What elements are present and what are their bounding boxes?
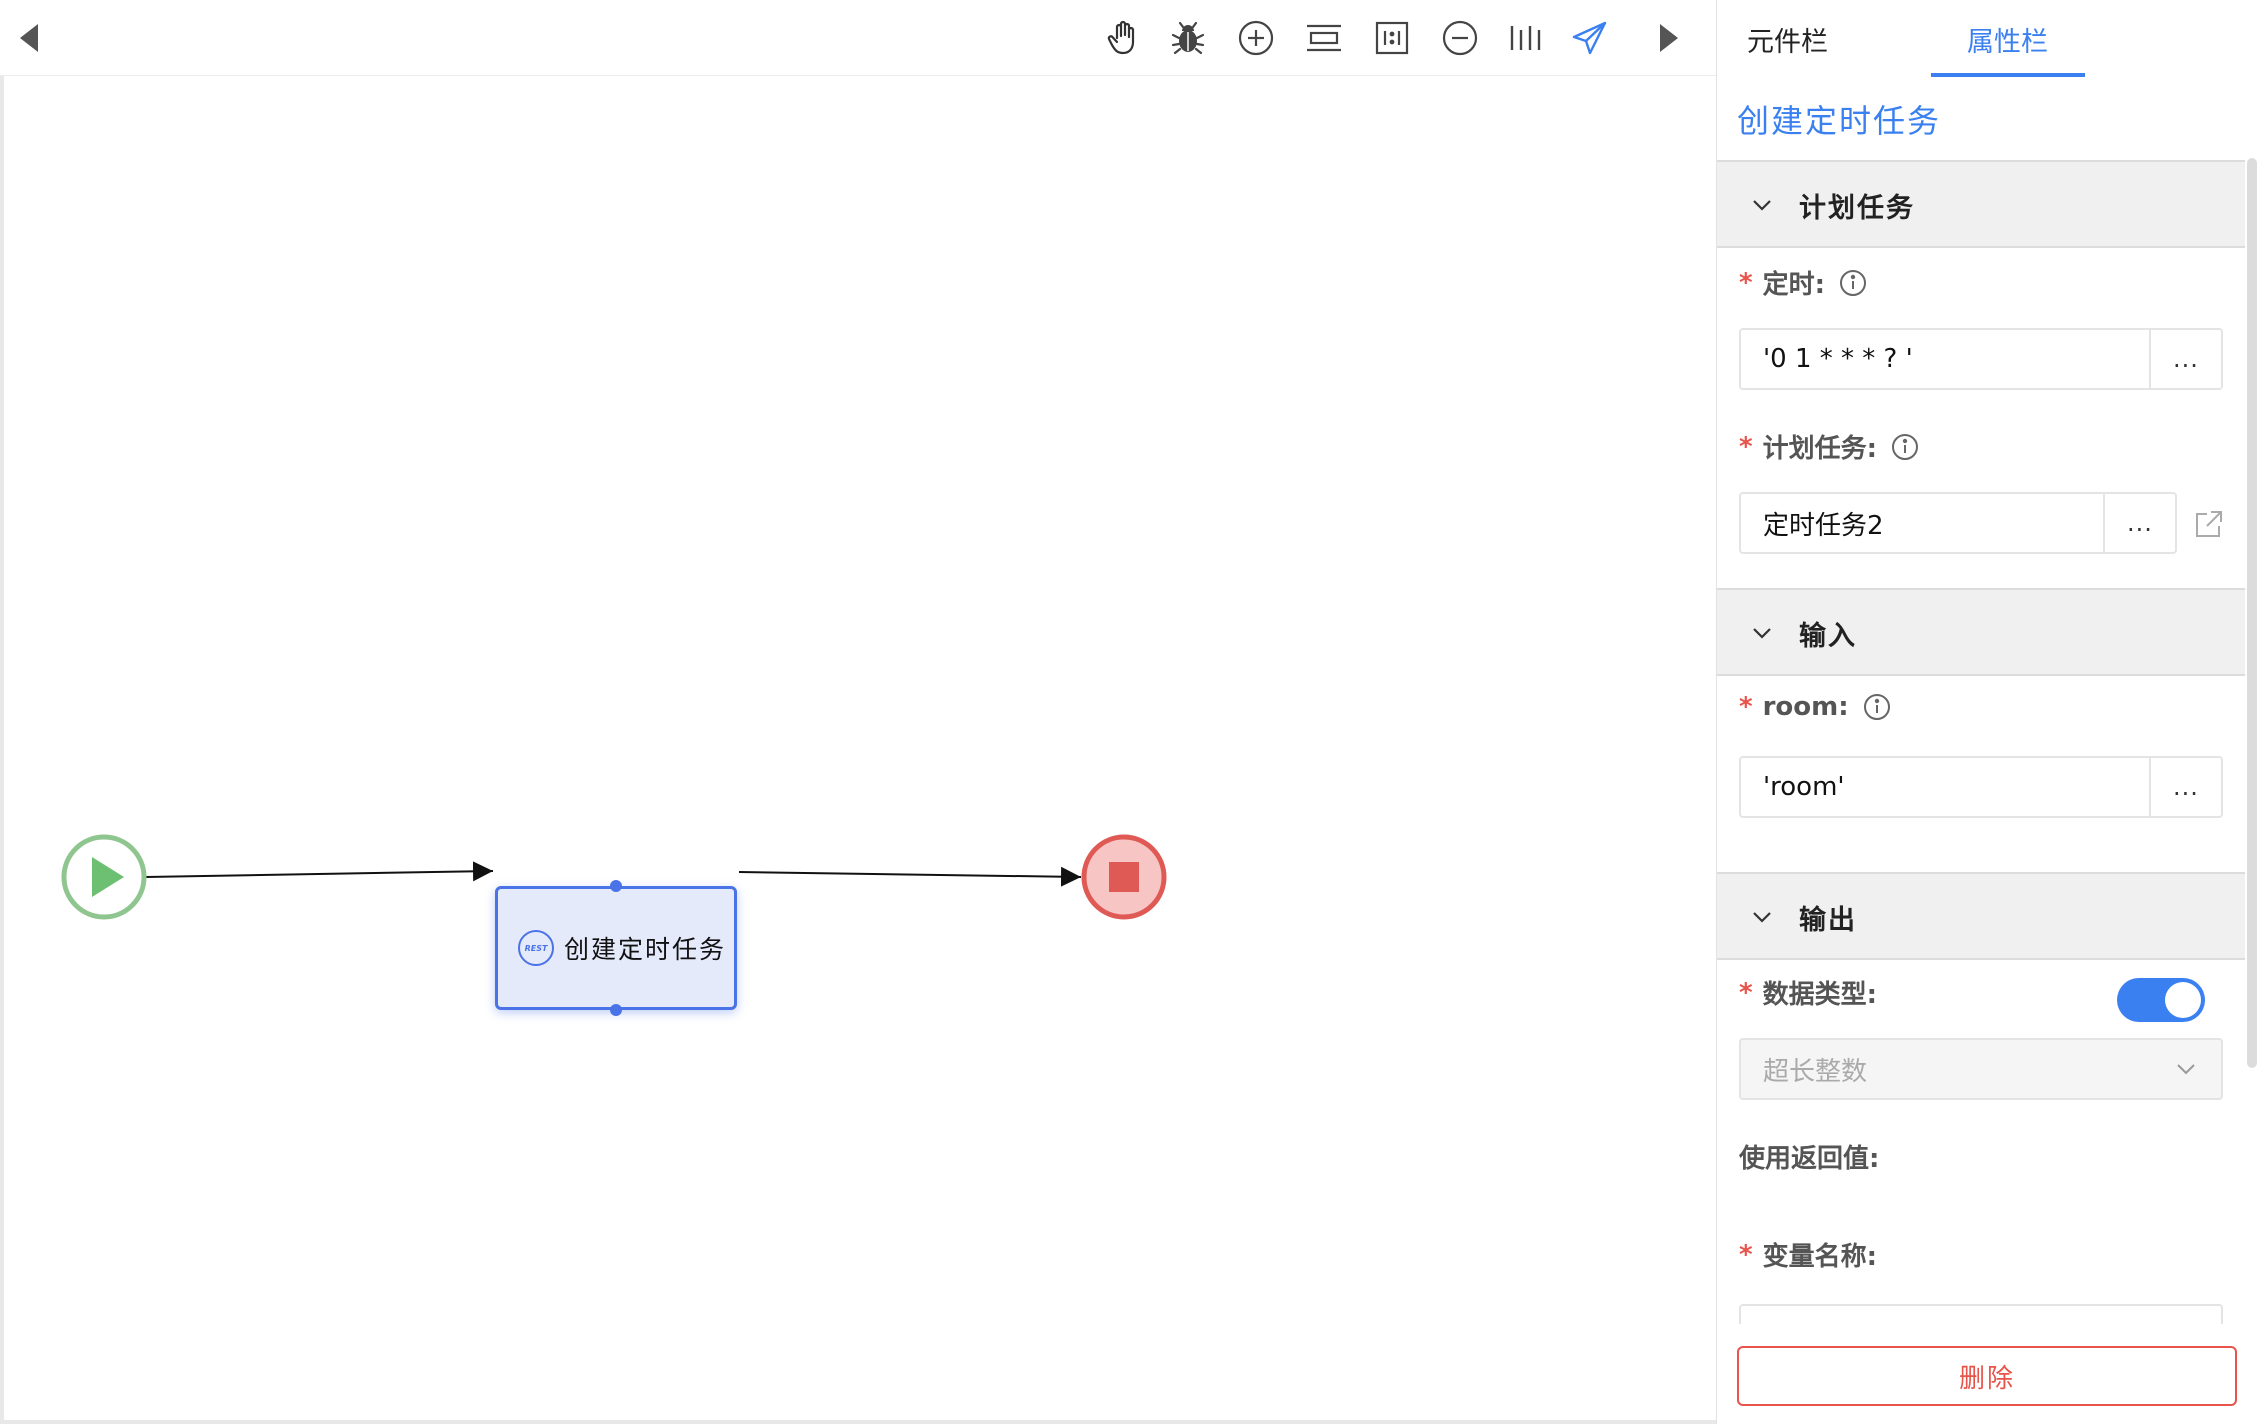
canvas-bottom-border [0, 1420, 1716, 1424]
panel-scrollbar[interactable] [2247, 158, 2257, 1068]
distribute-icon [1510, 26, 1541, 50]
stop-icon [1109, 862, 1139, 892]
panel-tabs: 元件栏 属性栏 [1717, 0, 2258, 77]
toolbar [0, 0, 1716, 76]
info-icon[interactable] [1839, 269, 1867, 297]
delete-button[interactable]: 删除 [1737, 1346, 2237, 1406]
send-button[interactable] [1568, 16, 1612, 60]
zoom-in-icon [1238, 20, 1274, 56]
section-input-title: 输入 [1799, 621, 1857, 652]
timer-input[interactable]: '0 1 * * * ? ' ... [1739, 328, 2223, 390]
info-icon[interactable] [1891, 433, 1919, 461]
end-event[interactable] [1081, 834, 1167, 920]
tab-properties[interactable]: 属性栏 [1967, 27, 2048, 58]
required-mark: * [1739, 977, 1753, 1008]
required-mark: * [1739, 267, 1753, 298]
zoom-in-button[interactable] [1234, 16, 1278, 60]
room-value: 'room' [1763, 772, 1845, 802]
actual-size-button[interactable] [1370, 16, 1414, 60]
hand-tool-button[interactable] [1102, 16, 1146, 60]
var-name-input[interactable] [1739, 1304, 2223, 1324]
data-type-label-text: 数据类型: [1762, 980, 1878, 1010]
use-return-label-text: 使用返回值: [1739, 1144, 1880, 1174]
timer-value: '0 1 * * * ? ' [1763, 344, 1913, 374]
room-label: * room: [1739, 692, 1891, 722]
chevron-down-icon [1753, 912, 1771, 923]
task-more-button[interactable]: ... [2103, 494, 2175, 552]
rest-icon: REST [518, 930, 554, 966]
hand-icon [1107, 20, 1135, 55]
distribute-button[interactable] [1504, 16, 1548, 60]
room-input[interactable]: 'room' ... [1739, 756, 2223, 818]
task-label-field: * 计划任务: [1739, 428, 1919, 465]
chevron-down-icon [1753, 200, 1771, 211]
triangle-right-icon [1660, 24, 1678, 52]
collapse-right-button[interactable] [1646, 16, 1690, 60]
timer-more-button[interactable]: ... [2149, 330, 2221, 388]
open-external-icon[interactable] [2193, 508, 2225, 540]
section-output-title: 输出 [1799, 905, 1857, 936]
diagram-connections [61, 834, 1167, 920]
bug-icon [1171, 21, 1205, 55]
section-schedule-header[interactable]: 计划任务 [1717, 160, 2245, 248]
required-mark: * [1739, 1239, 1753, 1270]
use-return-label: 使用返回值: [1739, 1138, 1879, 1175]
required-mark: * [1739, 692, 1753, 722]
use-return-toggle[interactable] [2117, 978, 2205, 1022]
sequence-flow-start[interactable] [145, 861, 494, 882]
active-tab-indicator [1931, 73, 2085, 77]
task-top-handle[interactable] [610, 880, 622, 892]
triangle-left-icon [20, 24, 38, 52]
task-input[interactable]: 定时任务2 ... [1739, 492, 2177, 554]
chevron-down-icon [1753, 628, 1771, 639]
node-title: 创建定时任务 [1737, 102, 1942, 140]
task-value: 定时任务2 [1763, 510, 1884, 541]
zoom-out-button[interactable] [1438, 16, 1482, 60]
data-type-label: * 数据类型: [1739, 974, 1877, 1011]
play-icon [92, 857, 124, 897]
collapse-left-button[interactable] [8, 16, 52, 60]
process-diagram[interactable]: REST 创建定时任务 [0, 76, 1716, 1420]
fit-height-button[interactable] [1302, 16, 1346, 60]
delete-area: 删除 [1717, 1324, 2258, 1424]
zoom-out-icon [1442, 20, 1478, 56]
start-event[interactable] [61, 834, 147, 920]
room-label-text: room: [1762, 692, 1849, 722]
fit-actual-icon [1375, 21, 1409, 55]
info-icon[interactable] [1863, 693, 1891, 721]
task-label: 创建定时任务 [564, 935, 727, 964]
required-mark: * [1739, 431, 1753, 462]
chevron-down-icon [2177, 1064, 2195, 1075]
data-type-value: 超长整数 [1763, 1056, 1868, 1087]
task-node-create-timer[interactable]: REST 创建定时任务 [495, 886, 737, 1010]
canvas-area: REST 创建定时任务 [0, 0, 1716, 1424]
tab-components[interactable]: 元件栏 [1747, 27, 1828, 58]
task-bottom-handle[interactable] [610, 1004, 622, 1016]
timer-label-text: 定时: [1762, 270, 1826, 300]
properties-scroll-area[interactable]: 计划任务 * 定时: '0 1 * * * ? ' ... * 计划任务: 定时… [1717, 158, 2245, 1324]
section-output-header[interactable]: 输出 [1717, 872, 2245, 960]
fit-height-icon [1307, 24, 1341, 52]
var-name-label: * 变量名称: [1739, 1236, 1877, 1273]
section-input-header[interactable]: 输入 [1717, 588, 2245, 676]
data-type-select[interactable]: 超长整数 [1739, 1038, 2223, 1100]
properties-panel: 元件栏 属性栏 创建定时任务 计划任务 * 定时: '0 1 * * * ? '… [1716, 0, 2258, 1424]
section-schedule-title: 计划任务 [1799, 193, 1915, 224]
debug-button[interactable] [1166, 16, 1210, 60]
timer-label: * 定时: [1739, 264, 1867, 301]
var-name-label-text: 变量名称: [1762, 1242, 1878, 1272]
canvas-left-border [0, 76, 4, 1424]
task-label-text: 计划任务: [1762, 434, 1878, 464]
room-more-button[interactable]: ... [2149, 758, 2221, 816]
send-icon [1572, 21, 1607, 55]
toggle-knob [2165, 982, 2201, 1018]
sequence-flow-end[interactable] [738, 866, 1082, 887]
